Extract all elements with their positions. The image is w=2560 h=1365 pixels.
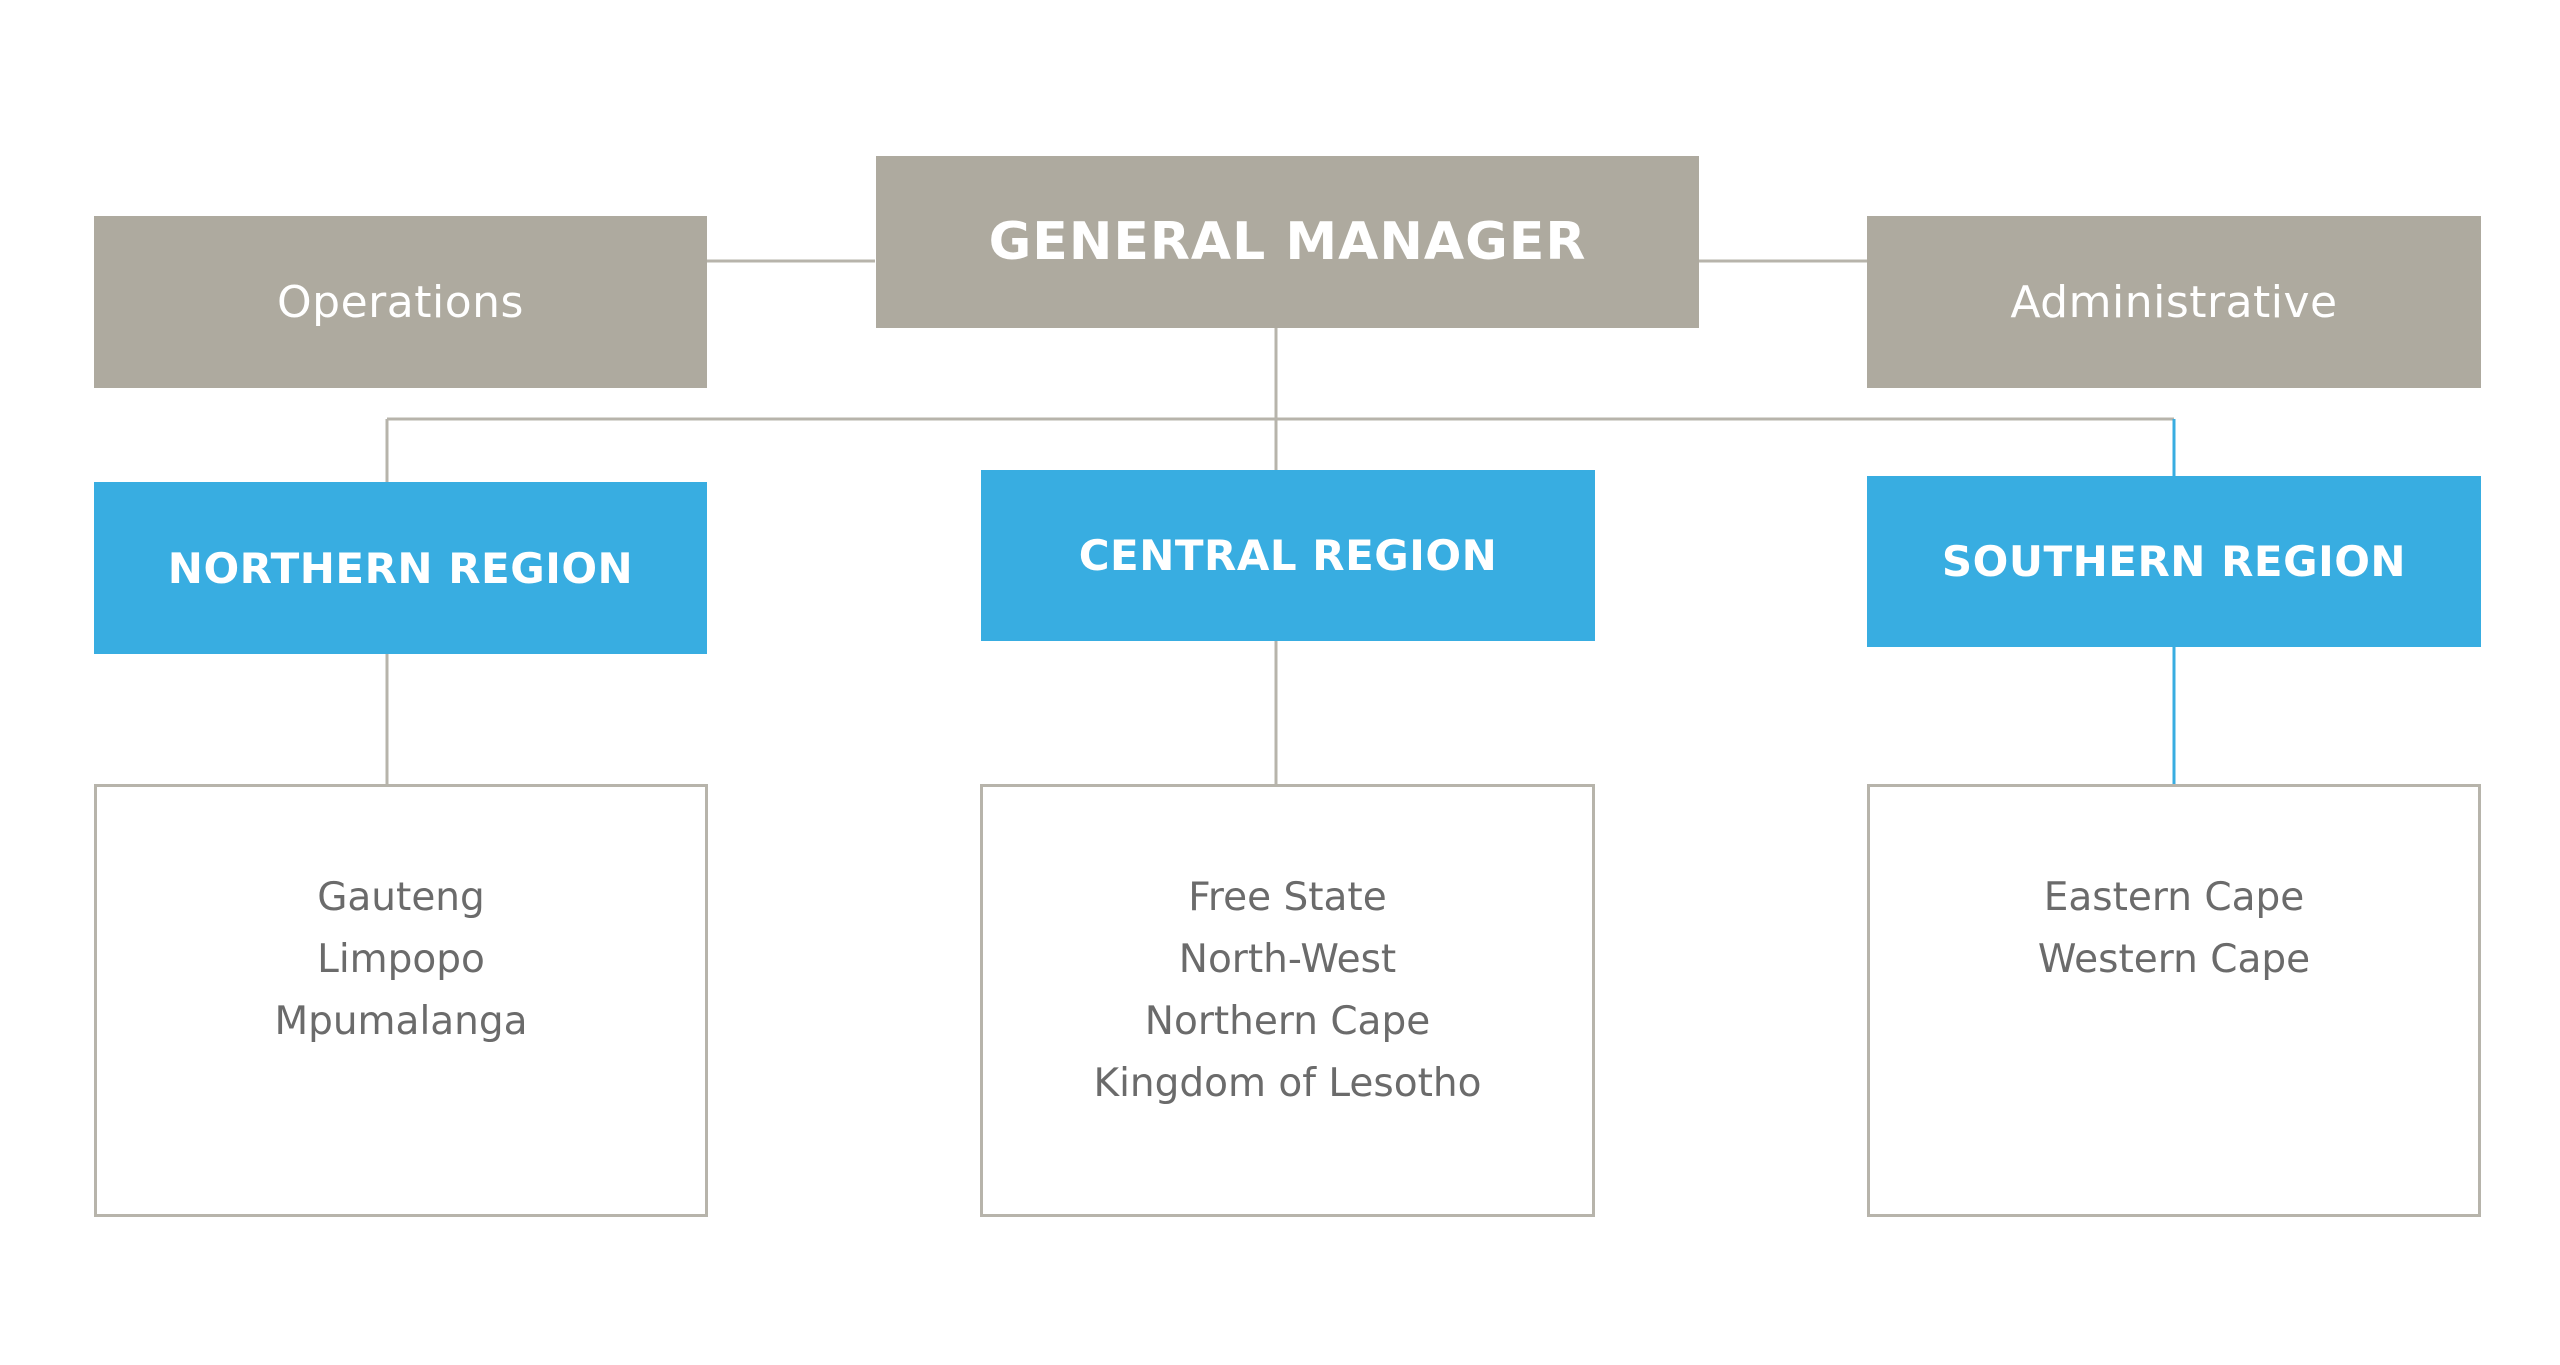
list-item: Gauteng [317, 875, 485, 920]
northern-provinces-box: Gauteng Limpopo Mpumalanga [94, 784, 708, 1217]
northern-region-label: NORTHERN REGION [167, 543, 634, 593]
administrative-box: Administrative [1867, 216, 2481, 388]
general-manager-label: GENERAL MANAGER [988, 212, 1587, 272]
central-provinces-box: Free State North-West Northern Cape King… [980, 784, 1595, 1217]
list-item: Western Cape [2037, 937, 2311, 982]
northern-region-box: NORTHERN REGION [94, 482, 707, 654]
central-region-label: CENTRAL REGION [1078, 531, 1498, 580]
central-provinces-list: Free State North-West Northern Cape King… [1094, 787, 1482, 1115]
southern-region-label: SOUTHERN REGION [1941, 537, 2407, 586]
list-item: Northern Cape [1144, 999, 1431, 1044]
general-manager-box: GENERAL MANAGER [876, 156, 1699, 328]
southern-provinces-box: Eastern Cape Western Cape [1867, 784, 2481, 1217]
northern-provinces-list: Gauteng Limpopo Mpumalanga [274, 787, 527, 1053]
central-region-box: CENTRAL REGION [981, 470, 1595, 641]
list-item: Kingdom of Lesotho [1093, 1061, 1482, 1106]
southern-provinces-list: Eastern Cape Western Cape [2038, 787, 2310, 991]
list-item: North-West [1178, 937, 1397, 982]
operations-box: Operations [94, 216, 707, 388]
list-item: Eastern Cape [2043, 875, 2305, 920]
list-item: Mpumalanga [274, 999, 528, 1044]
list-item: Free State [1188, 875, 1387, 920]
list-item: Limpopo [317, 937, 485, 982]
operations-label: Operations [277, 276, 524, 328]
southern-region-box: SOUTHERN REGION [1867, 476, 2481, 647]
administrative-label: Administrative [2010, 276, 2338, 328]
